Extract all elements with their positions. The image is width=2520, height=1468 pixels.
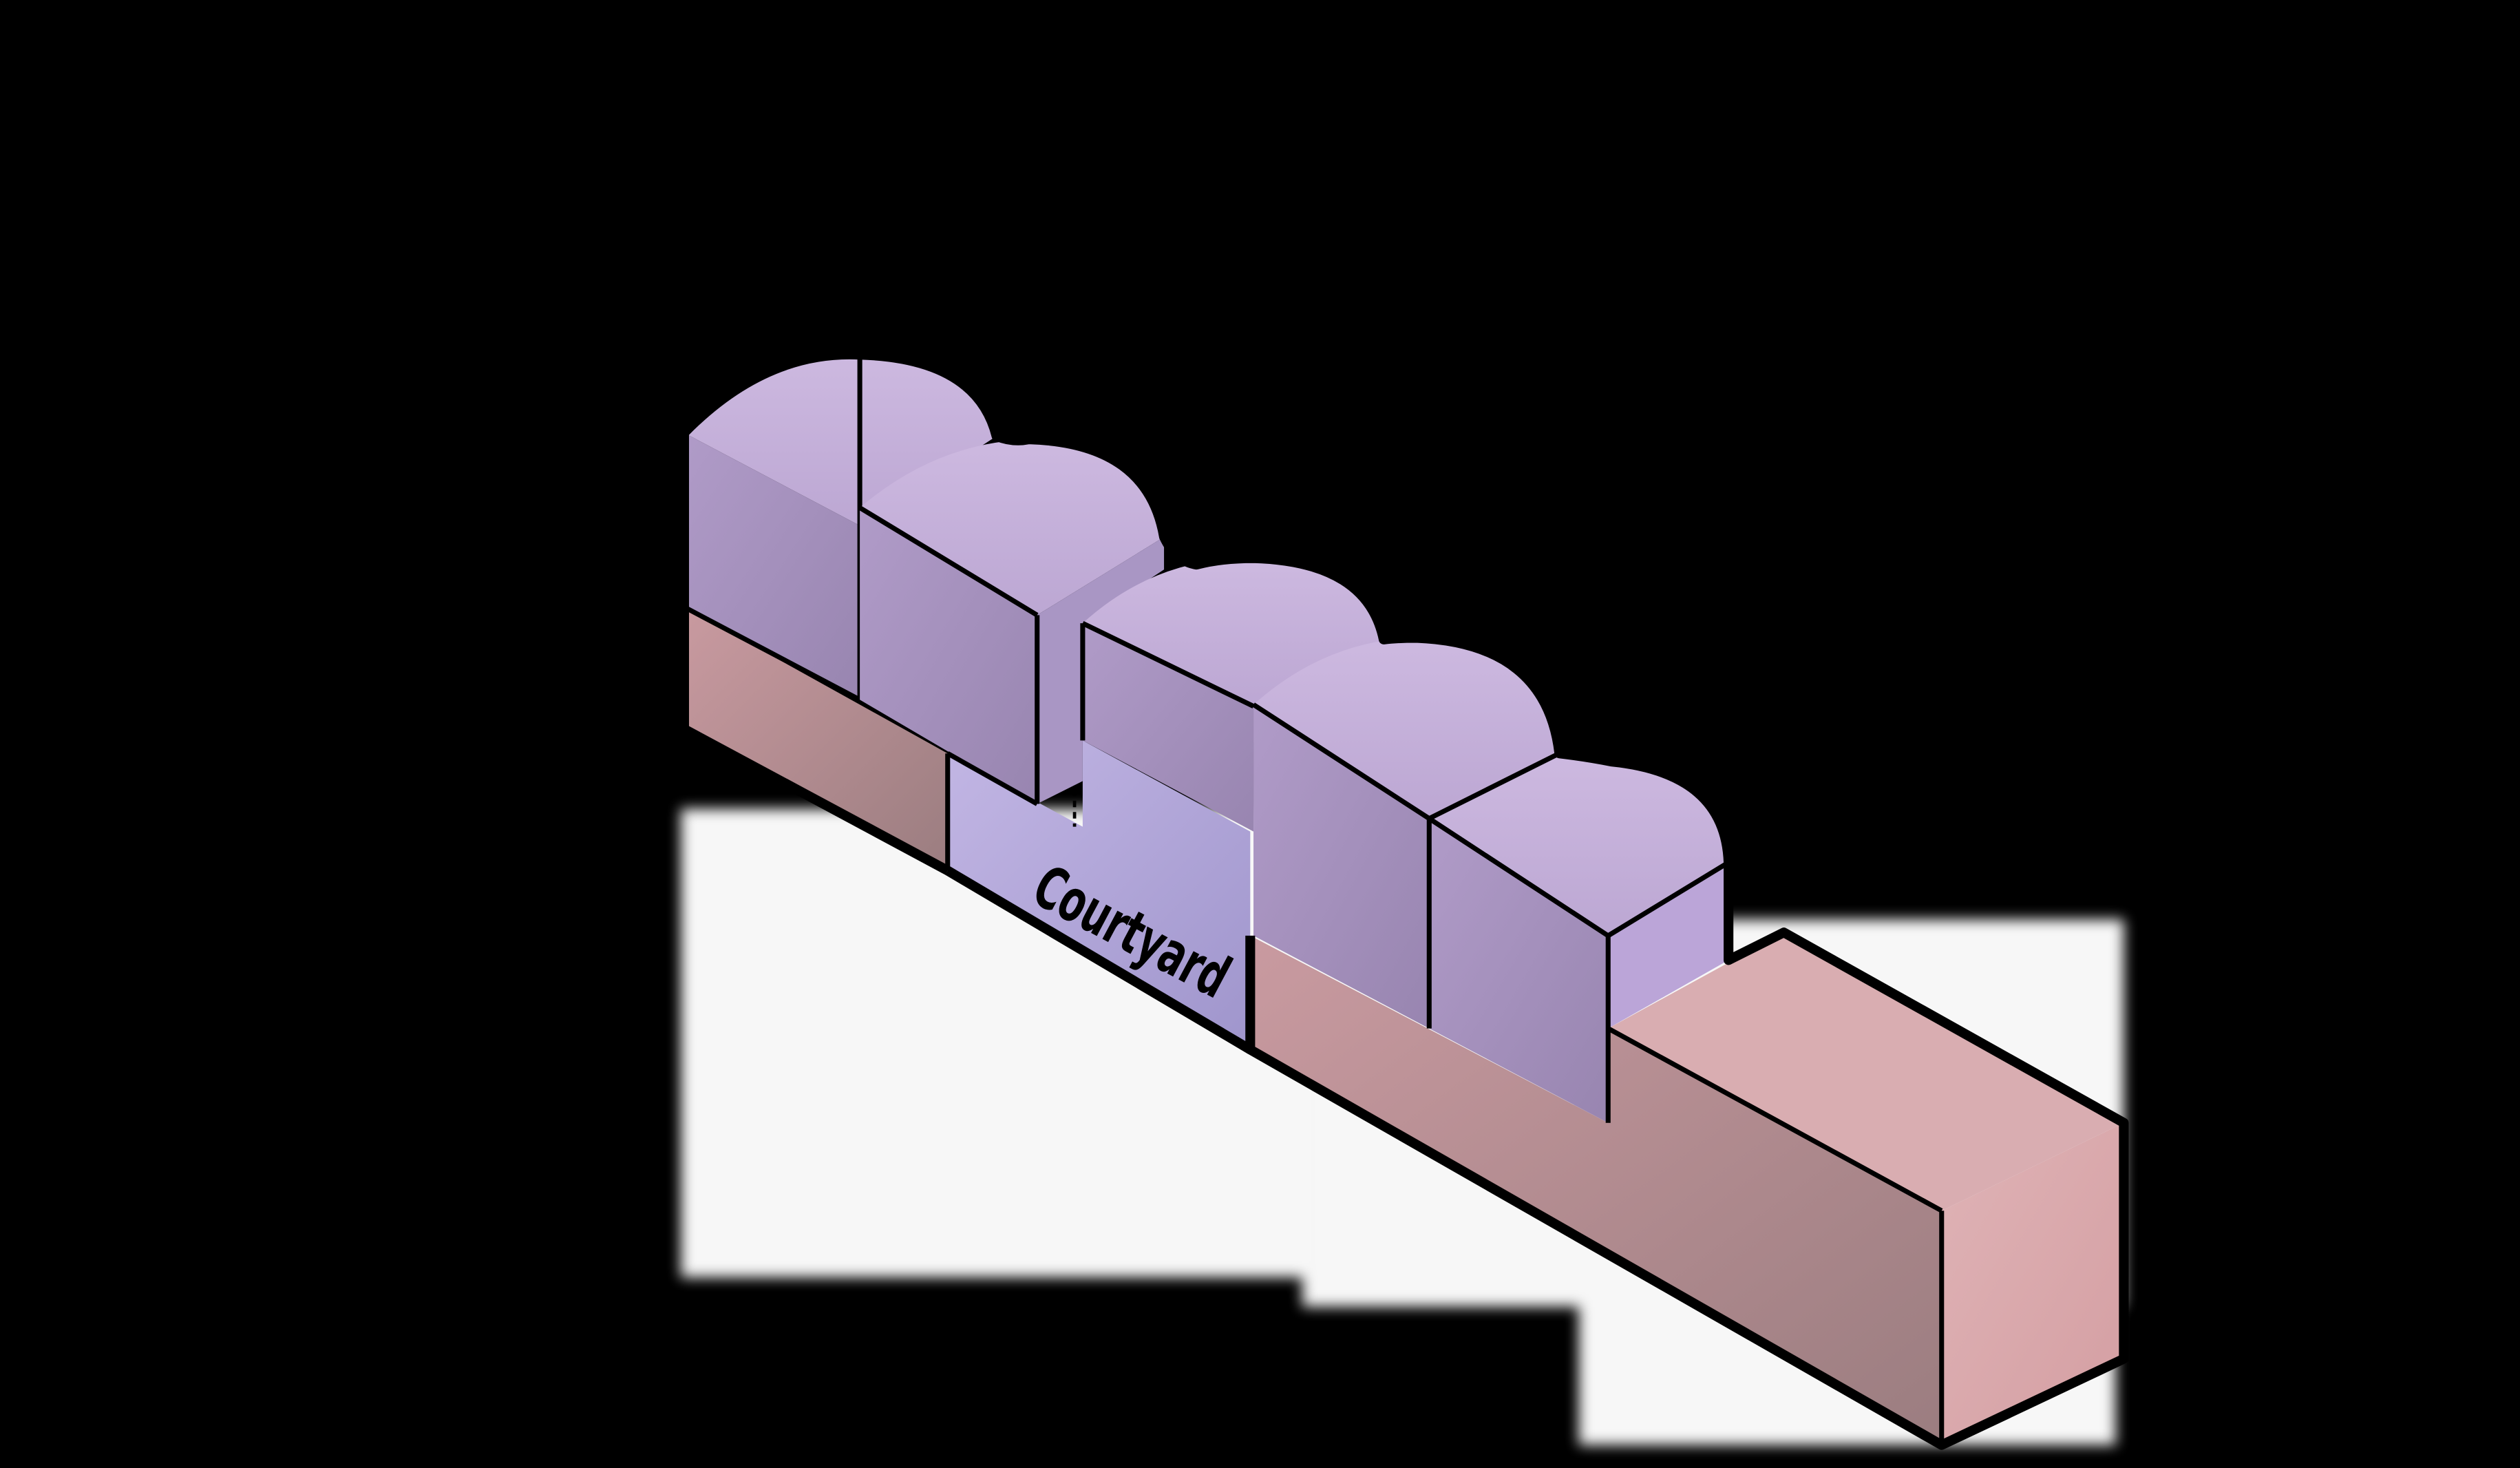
dwelling-03-side <box>1037 536 1165 804</box>
dwelling-01-lower-roof <box>1429 753 1729 936</box>
dwelling-04-front <box>684 432 860 700</box>
dwelling-01-volume <box>1252 638 1730 1123</box>
work-base-front-right <box>1250 935 1942 1445</box>
dwelling-04-label: Dwelling 04 <box>807 0 904 238</box>
dwelling-01-upper-roof <box>1253 638 1560 819</box>
dwelling-03-label: Dwelling 03 <box>986 62 1083 346</box>
courtyard-void <box>947 740 1251 1050</box>
work-base-front-left <box>684 607 948 871</box>
dwelling-01-upper-front <box>1253 704 1430 1029</box>
dwelling-01-lower-side <box>1608 862 1729 1029</box>
work-base-end-face <box>1941 1122 2124 1445</box>
dwelling-02-label: Dwelling 02 <box>1199 179 1296 463</box>
dwelling-01-label: Dwelling 01 <box>1551 373 1648 658</box>
dwelling-02-front <box>1082 623 1254 832</box>
dwelling-01-lower-front <box>1429 818 1609 1123</box>
work-base <box>684 607 2124 1445</box>
level-leaders: Live Work <box>416 384 686 731</box>
work-base-roof <box>1608 932 2124 1211</box>
live-volumes <box>683 354 1730 1123</box>
dwelling-03-front <box>860 507 1037 804</box>
dwelling-03-roof <box>860 439 1165 616</box>
work-level-label: Work <box>416 509 621 665</box>
dwelling-03-volume <box>858 439 1165 806</box>
building-outline <box>679 349 2129 1450</box>
